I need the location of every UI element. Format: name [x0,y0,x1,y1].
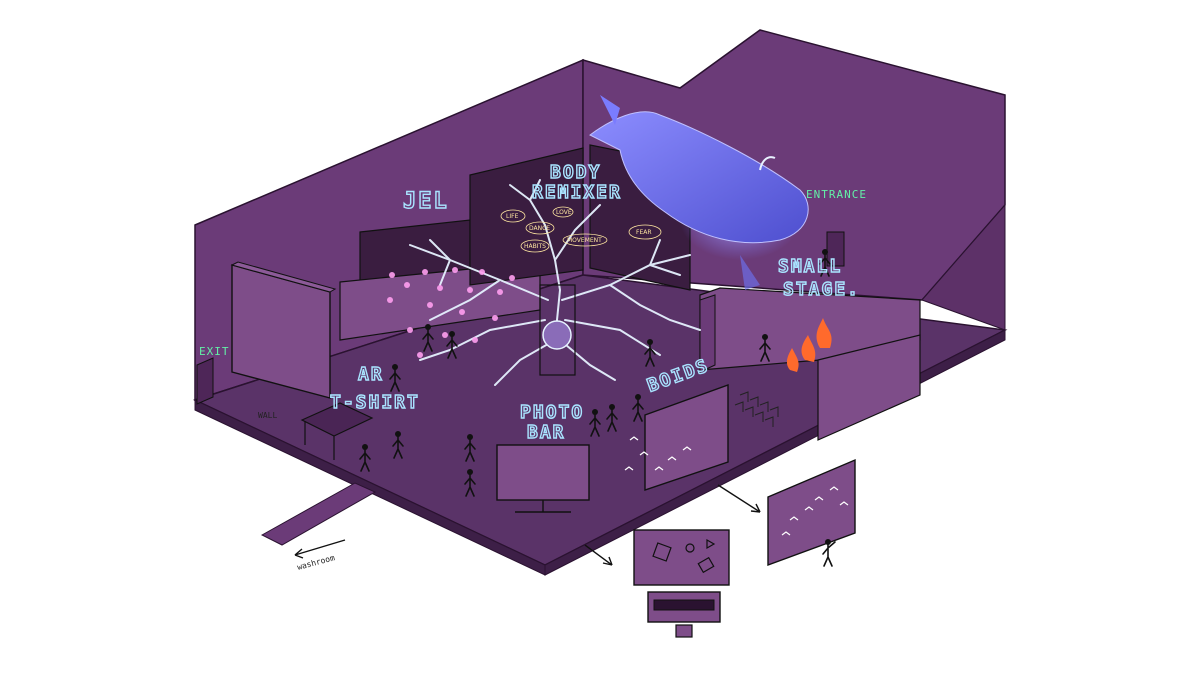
wall-label: WALL [258,411,277,420]
zone-labels: EXIT ENTRANCE JEL BODY REMIXER SMALL STA… [199,161,867,572]
photo-bar-label-2: BAR [527,422,566,443]
ar-tshirt-label-2: T-SHIRT [330,392,420,413]
tree-trunk-structure [539,284,576,376]
boids-detail-screen [767,458,856,567]
entrance-door [826,231,845,267]
shapes-detail-screen [633,529,730,638]
small-stage-label-1: SMALL [778,256,842,277]
left-screen-wall [230,261,337,399]
tree-projection [409,179,701,386]
boids-birds [624,436,692,471]
boids-screen [644,384,729,491]
bubble-life: LIFE [506,213,519,220]
photo-bar-label-1: PHOTO [520,402,584,423]
body-remixer-bubbles: LIFE LOVE DANCE MOVEMENT FEAR HABITS [500,206,662,253]
ar-tshirt-label-1: AR [358,364,384,385]
body-remixer-label-2: REMIXER [532,182,622,203]
washroom-label: washroom [296,553,336,572]
bubble-love: LOVE [556,209,572,216]
fire-effect [786,318,832,372]
entrance-label: ENTRANCE [806,188,867,201]
whale-hologram [589,95,809,290]
exit-door [196,357,214,405]
detail-arrows [584,484,761,566]
ar-table [300,402,374,460]
visitors [359,249,831,497]
exit-label: EXIT [199,345,230,358]
bubble-habits: HABITS [524,243,546,250]
bubble-movement: MOVEMENT [567,237,602,244]
jellyfish-group [387,267,515,358]
washroom-corridor [260,482,377,559]
bubble-fear: FEAR [636,229,652,236]
body-remixer-label-1: BODY [550,162,601,183]
small-stage-room [699,287,921,441]
photo-bar-screen [496,444,590,513]
bubble-dance: DANCE [529,225,550,232]
small-stage-label-2: STAGE. [783,279,860,300]
audience-seats [734,391,779,427]
jel-label: JEL [403,189,449,214]
